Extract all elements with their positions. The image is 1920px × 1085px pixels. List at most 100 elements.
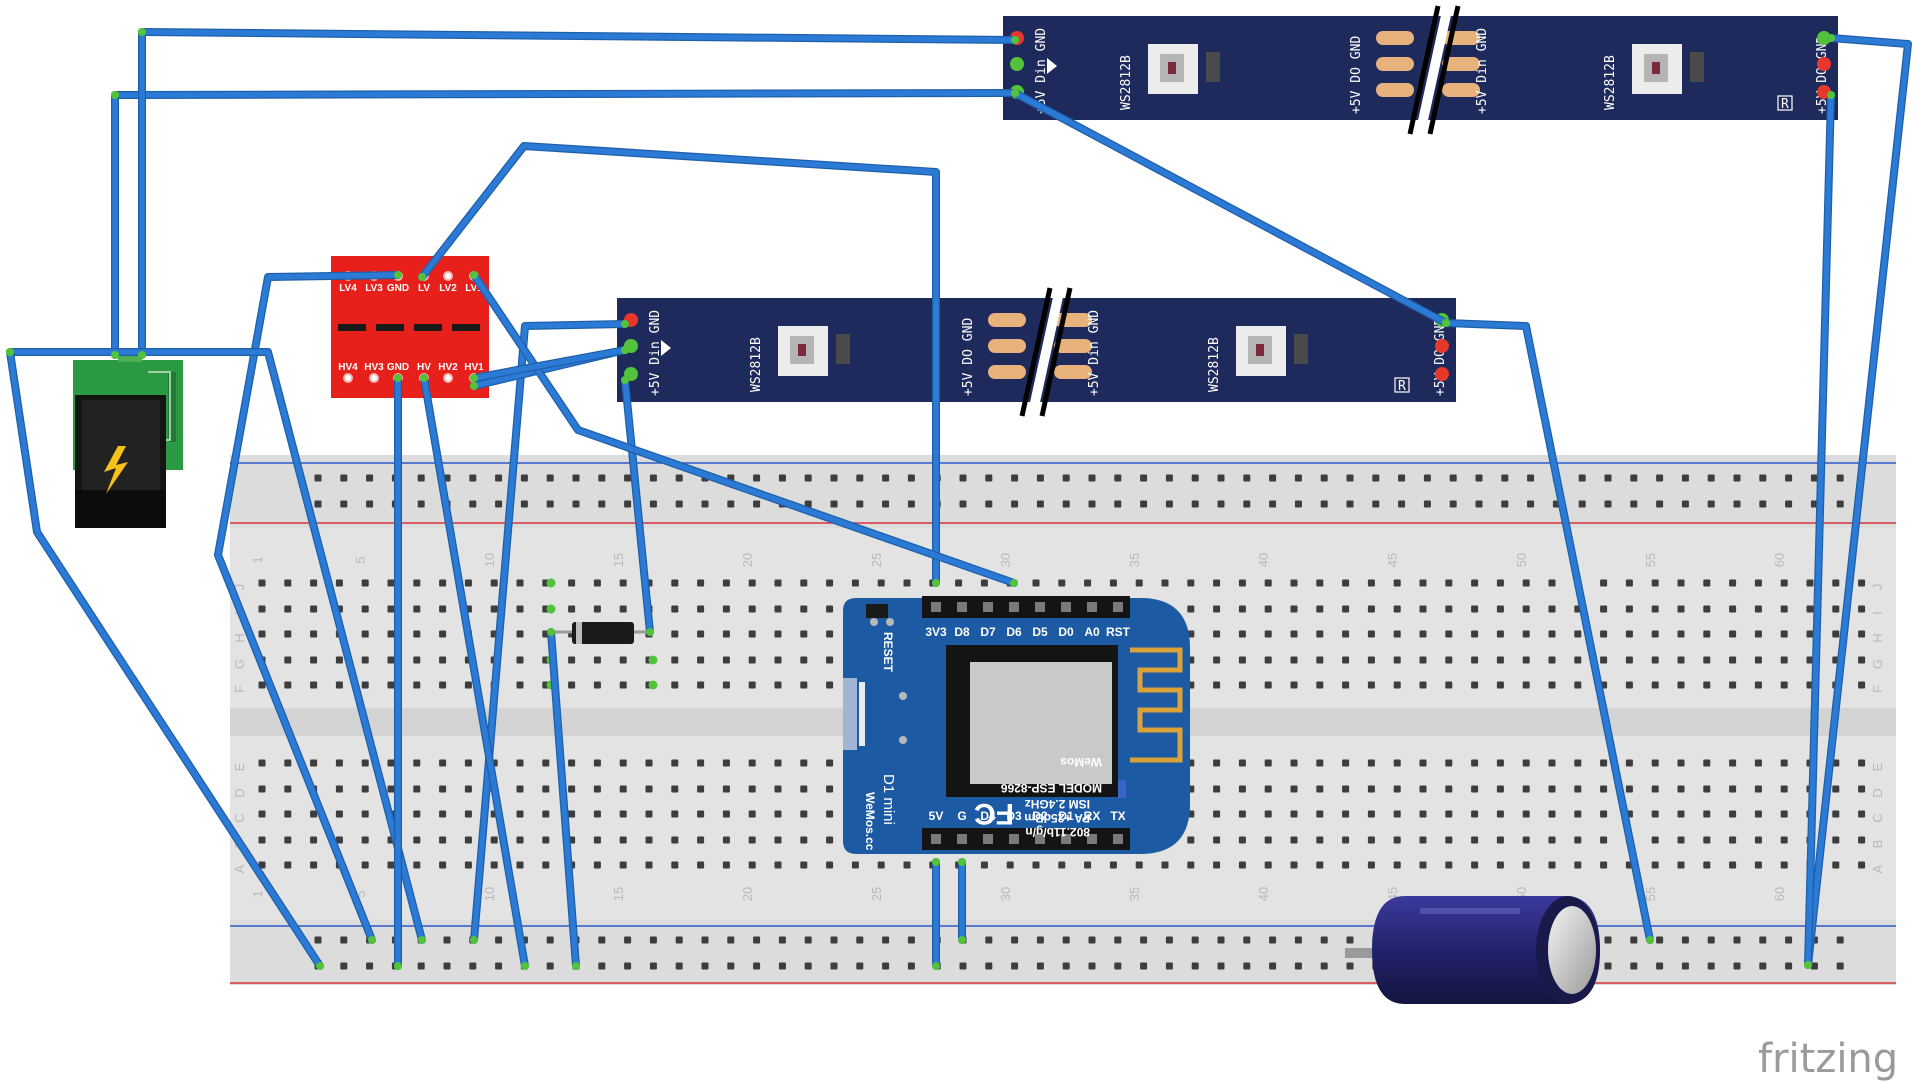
- wire-end: [932, 579, 940, 587]
- strip-input-label: +5V Din GND: [1475, 28, 1490, 114]
- mcu-pin-label: D6: [1006, 625, 1022, 639]
- solder-pad: [988, 365, 1026, 379]
- jumper-wire: [622, 377, 653, 635]
- wire-end: [394, 271, 402, 279]
- mcu-pin-label: D3: [1006, 809, 1022, 823]
- wire-end: [621, 320, 629, 328]
- solder-pad: [988, 313, 1026, 327]
- wire-end: [646, 628, 654, 636]
- column-number: 20: [740, 887, 755, 901]
- module-model: MODEL ESP-8266: [1001, 781, 1102, 795]
- jumper-wire: [1805, 92, 1834, 968]
- solder-pad: [1376, 83, 1414, 97]
- column-number: 20: [740, 553, 755, 567]
- level-shifter-pin-label: LV3: [365, 283, 383, 294]
- strip-input-label: +5V Din GND: [1034, 28, 1049, 114]
- module-ism: ISM 2.4GHz: [1025, 797, 1090, 811]
- level-shifter-pin-label: GND: [387, 283, 409, 294]
- solder-pad: [1442, 57, 1480, 71]
- level-shifter-pin-label: GND: [387, 362, 409, 373]
- row-letter: E: [1870, 762, 1885, 771]
- jumper-wire: [139, 29, 1018, 43]
- wire-end: [1442, 319, 1450, 327]
- mcu-pin-label: D4: [980, 809, 996, 823]
- row-letter: E: [232, 762, 247, 771]
- row-letter: G: [1870, 659, 1885, 669]
- wire-end: [958, 936, 966, 944]
- level-shifter-pin-label: HV4: [338, 362, 358, 373]
- wire-end: [1010, 579, 1018, 587]
- column-number: 10: [482, 553, 497, 567]
- jumper-wire: [471, 321, 628, 943]
- strip-mark: R: [1398, 379, 1406, 394]
- column-number: 60: [1772, 887, 1787, 901]
- column-number: 10: [482, 887, 497, 901]
- wire-end: [1827, 91, 1835, 99]
- led-chip-label: WS2812B: [749, 337, 764, 392]
- jumper-wire: [215, 272, 401, 943]
- jumper-wire: [1805, 35, 1911, 968]
- wire-end: [111, 91, 119, 99]
- row-letter: G: [232, 659, 247, 669]
- wire-end: [1827, 34, 1835, 42]
- mcu-pin-label: 3V3: [925, 625, 947, 639]
- column-number: 30: [998, 553, 1013, 567]
- fritzing-watermark: fritzing: [1758, 1036, 1898, 1082]
- resistor: [1294, 334, 1308, 364]
- mcu-pin-label: A0: [1084, 625, 1100, 639]
- data-direction-arrow: [661, 340, 671, 356]
- row-letter: I: [1870, 611, 1885, 615]
- strip-mark: R: [1781, 97, 1789, 112]
- wire-end: [316, 962, 324, 970]
- board-name: D1 mini: [880, 774, 897, 825]
- wire-end: [394, 962, 402, 970]
- column-number: 1: [250, 556, 265, 563]
- wire-end: [418, 273, 426, 281]
- antenna: [1130, 647, 1183, 763]
- lightning-icon: [104, 446, 128, 494]
- wire-end: [958, 858, 966, 866]
- mcu-pin-label: D7: [980, 625, 996, 639]
- column-number: 25: [869, 553, 884, 567]
- diode: [551, 622, 653, 644]
- solder-pad: [1376, 57, 1414, 71]
- strip-pad: [1435, 339, 1449, 353]
- row-letter: D: [1870, 788, 1885, 797]
- wire-end: [621, 376, 629, 384]
- wire-end: [138, 351, 146, 359]
- jumper-wires: [6, 28, 1912, 970]
- mcu-pin-label: D0: [1058, 625, 1074, 639]
- wire-end: [470, 374, 478, 382]
- solder-pad: [1054, 339, 1092, 353]
- led-chip-label: WS2812B: [1603, 55, 1618, 110]
- jumper-wire: [7, 349, 323, 969]
- wire-end: [621, 346, 629, 354]
- row-letter: A: [232, 864, 247, 873]
- reset-label: RESET: [881, 632, 895, 673]
- row-letter: D: [232, 788, 247, 797]
- wire-end: [420, 374, 428, 382]
- column-number: 15: [611, 887, 626, 901]
- mcu-pin-label: 5V: [929, 809, 944, 823]
- wire-endpoints: [6, 28, 1835, 970]
- mcu-pin-label: D5: [1032, 625, 1048, 639]
- strip-output-label: +5V DO GND: [1433, 318, 1448, 396]
- strip-pad: [1435, 367, 1449, 381]
- level-shifter-pin-label: HV2: [438, 362, 458, 373]
- row-letter: C: [1870, 813, 1885, 822]
- jumper-wire: [419, 143, 939, 586]
- strip-input-label: +5V Din GND: [1087, 310, 1102, 396]
- column-number: 40: [1256, 553, 1271, 567]
- row-letter: F: [1870, 685, 1885, 693]
- level-shifter-pin-label: HV1: [464, 362, 484, 373]
- wire-end: [1804, 961, 1812, 969]
- wemos-brand: WeMos: [1060, 755, 1102, 769]
- capacitor: [1345, 896, 1600, 1004]
- jumper-wire: [548, 629, 579, 969]
- wire-end: [572, 962, 580, 970]
- strip-output-label: +5V DO GND: [961, 318, 976, 396]
- resistor: [1690, 52, 1704, 82]
- strip-output-label: +5V DO GND: [1349, 36, 1364, 114]
- column-number: 50: [1514, 553, 1529, 567]
